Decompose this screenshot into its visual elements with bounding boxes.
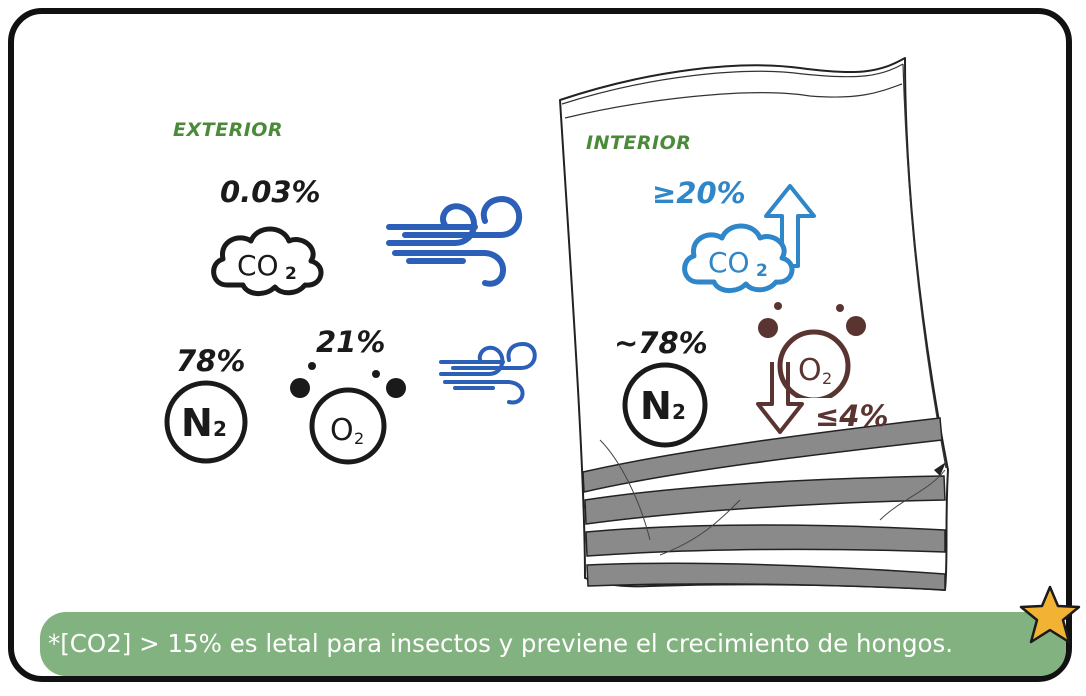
circle-icon: N 2 (164, 380, 248, 464)
interior-n2-symbol: N (640, 384, 672, 428)
bag-stripe-2 (584, 475, 946, 525)
exterior-o2-symbol: O (330, 413, 354, 448)
cloud-icon: CO 2 (211, 226, 324, 296)
exterior-label: EXTERIOR (173, 119, 284, 141)
interior-n2-subscript: 2 (672, 400, 686, 424)
interior-o2-subscript: 2 (822, 369, 832, 388)
interior-co2-percent: ≥20% (652, 176, 746, 210)
exterior-co2-subscript: 2 (285, 264, 297, 284)
bag-outline-sketch (561, 63, 904, 119)
interior-co2-subscript: 2 (756, 261, 768, 281)
footnote-text: *[CO2] > 15% es letal para insectos y pr… (48, 629, 954, 658)
exterior-co2-symbol: CO (237, 249, 279, 282)
interior-label: INTERIOR (586, 132, 692, 154)
circle-icon: N 2 (622, 362, 708, 448)
exterior-n2-subscript: 2 (213, 417, 227, 441)
interior-n2-percent: ~78% (614, 326, 708, 360)
bag-stripe-1 (582, 417, 943, 493)
interior-o2-symbol: O (798, 353, 822, 388)
exterior-o2-subscript: 2 (354, 429, 364, 448)
bag-stripe-4 (586, 562, 946, 591)
arrow-down-icon (756, 362, 804, 434)
interior-co2-symbol: CO (708, 246, 750, 279)
circle-icon: O 2 (290, 362, 406, 465)
exterior-o2-percent: 21% (316, 325, 386, 359)
cloud-icon: CO 2 (682, 223, 795, 293)
circle-icon: O 2 (758, 302, 866, 398)
star-icon (1019, 585, 1081, 644)
exterior-co2-percent: 0.03% (220, 175, 321, 209)
exterior-n2-percent: 78% (176, 344, 246, 378)
bag-side-seam (902, 63, 947, 469)
exterior-n2-symbol: N (181, 401, 213, 445)
wind-icon (386, 195, 523, 287)
wind-icon (439, 341, 537, 405)
bag-corner-mark (934, 462, 946, 476)
interior-o2-percent: ≤4% (815, 399, 889, 433)
footnote-banner: *[CO2] > 15% es letal para insectos y pr… (40, 612, 1066, 676)
arrow-up-icon (764, 184, 816, 268)
